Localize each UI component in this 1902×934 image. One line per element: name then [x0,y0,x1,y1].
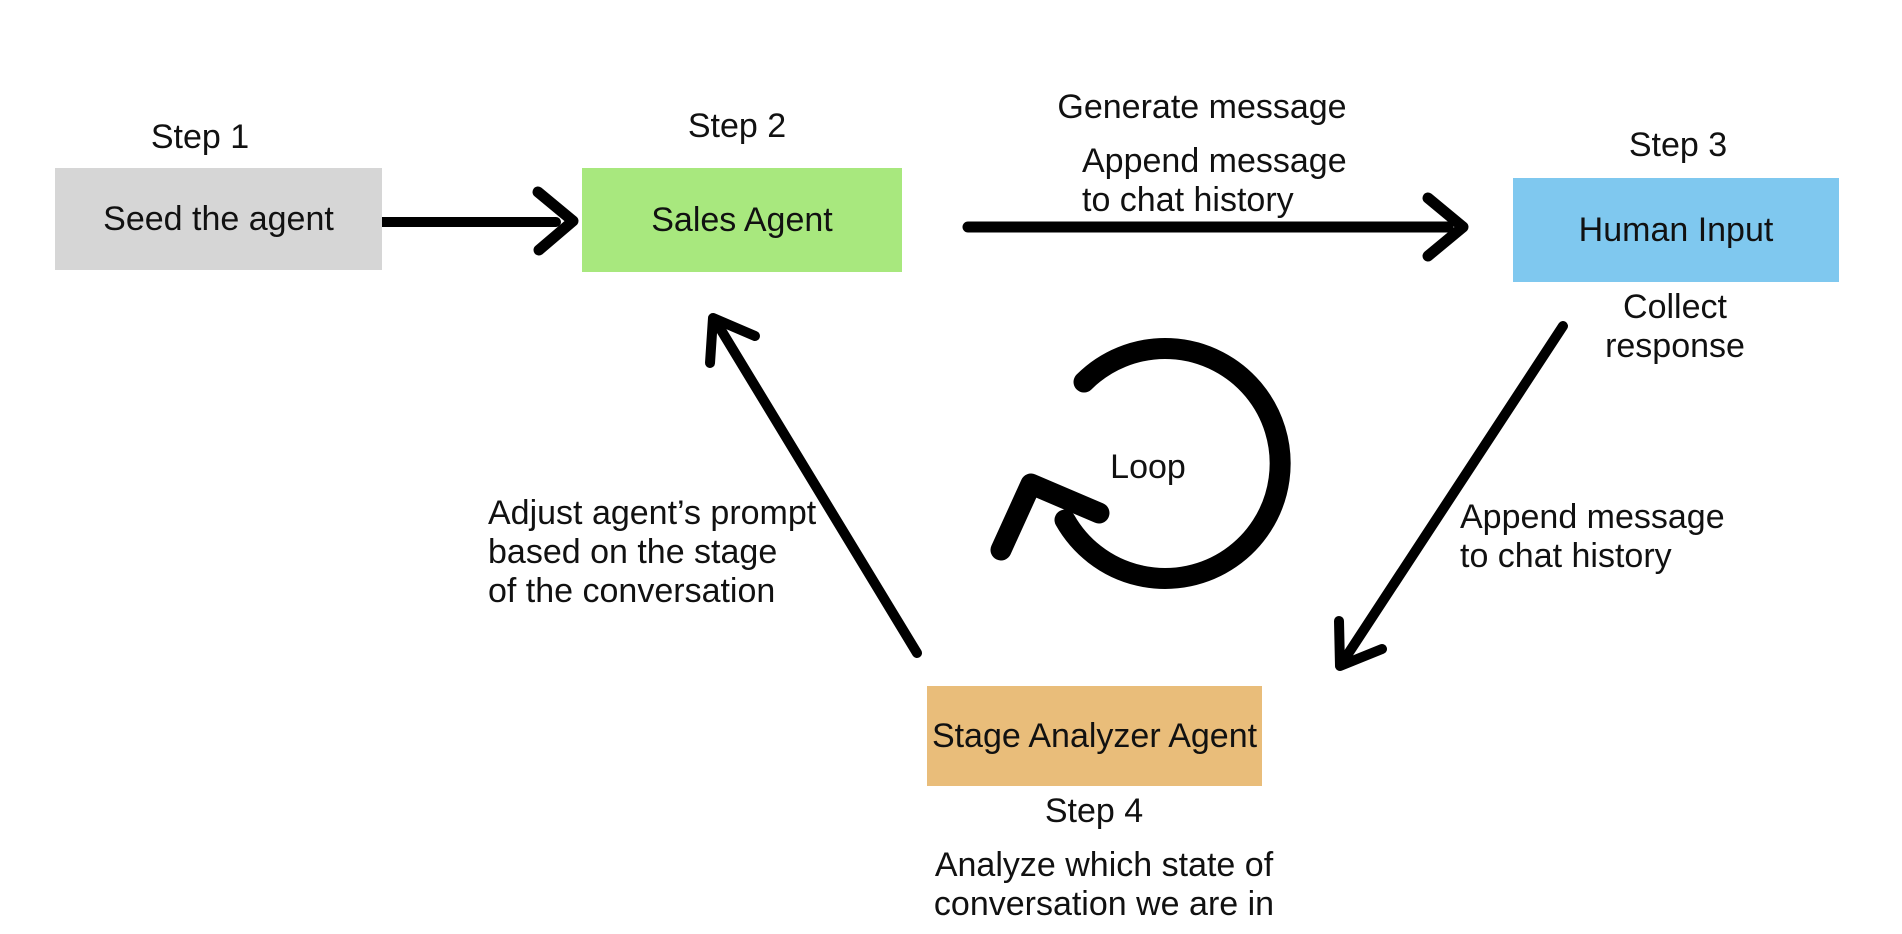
step3-label: Step 3 [1628,126,1728,164]
node-stage-analyzer-agent-label: Stage Analyzer Agent [931,716,1258,755]
node-human-input-note: Collect response [1605,288,1745,365]
edge-label-append-message-right: Append message to chat history [1460,498,1725,575]
arrow-sales-to-human-head [1422,192,1469,262]
edge-label-generate-message: Generate message [1057,88,1347,126]
arrow-stage-to-sales-shaft [713,320,922,658]
node-human-input: Human Input [1513,178,1839,282]
node-stage-analyzer-note: Analyze which state of conversation we a… [933,846,1275,923]
loop-arrow-head [990,473,1110,561]
node-sales-agent-label: Sales Agent [651,200,833,239]
step1-label: Step 1 [150,118,250,156]
arrow-stage-to-sales-head [705,313,760,368]
arrow-human-to-stage-shaft [1341,321,1568,662]
loop-arrow-arc [1054,338,1291,589]
node-seed-the-agent-label: Seed the agent [103,199,334,238]
node-seed-the-agent: Seed the agent [55,168,382,270]
edge-label-append-message-top: Append message to chat history [1082,142,1347,219]
edge-label-adjust-prompt: Adjust agent’s prompt based on the stage… [488,494,817,610]
node-human-input-label: Human Input [1578,210,1774,249]
step2-label: Step 2 [687,107,787,145]
loop-label: Loop [1110,448,1186,486]
node-stage-analyzer-agent: Stage Analyzer Agent [927,686,1262,786]
arrow-seed-to-sales-head [532,186,579,256]
node-sales-agent: Sales Agent [582,168,902,272]
arrow-human-to-stage-head [1334,616,1387,671]
step4-label: Step 4 [1044,792,1144,830]
